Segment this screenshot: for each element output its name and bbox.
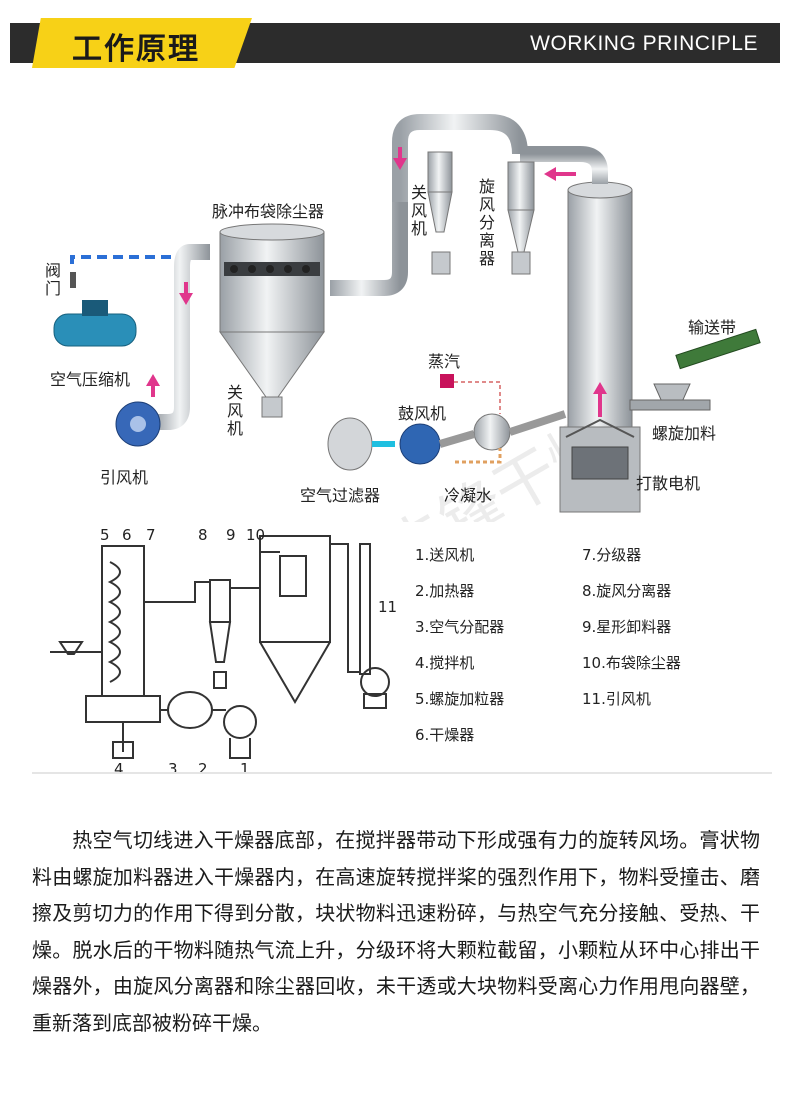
legend-item: 6.干燥器 bbox=[415, 726, 475, 744]
section-title: 工作原理 bbox=[72, 32, 200, 67]
label-air-filter: 空气过滤器 bbox=[300, 486, 381, 505]
steam-valve bbox=[440, 374, 454, 388]
label-screw-feeder: 螺旋加料 bbox=[652, 424, 717, 443]
schematic-number-3: 3 bbox=[168, 760, 178, 778]
label-steam: 蒸汽 bbox=[428, 352, 461, 371]
label-airlock-2: 关风机 bbox=[410, 183, 427, 238]
description-text: 热空气切线进入干燥器底部，在搅拌器带动下形成强有力的旋转风场。膏状物料由螺旋加料… bbox=[32, 828, 760, 1035]
label-condensate: 冷凝水 bbox=[444, 486, 493, 505]
legend-item: 9.星形卸料器 bbox=[582, 618, 672, 636]
label-induced-fan: 引风机 bbox=[100, 468, 149, 487]
description-paragraph: 热空气切线进入干燥器底部，在搅拌器带动下形成强有力的旋转风场。膏状物料由螺旋加料… bbox=[32, 822, 760, 1041]
motor-box bbox=[571, 446, 629, 480]
dust-collector-body bbox=[219, 231, 325, 333]
label-motor: 打散电机 bbox=[636, 474, 701, 493]
process-flow-diagram: 先锋干燥 bbox=[0, 92, 790, 591]
blower-shape bbox=[399, 423, 441, 465]
section-header: 工作原理 WORKING PRINCIPLE bbox=[0, 0, 790, 92]
schematic-number-1: 1 bbox=[240, 760, 250, 778]
schematic-number-5: 5 bbox=[100, 526, 110, 544]
process-flow-illustration: 先锋干燥 bbox=[53, 114, 761, 591]
schematic-number-10: 10 bbox=[246, 526, 266, 544]
conveyor-belt bbox=[675, 328, 761, 370]
compressor-tank bbox=[53, 313, 137, 347]
legend-item: 1.送风机 bbox=[415, 546, 475, 564]
schematic-number-7: 7 bbox=[146, 526, 156, 544]
schematic-number-11: 11 bbox=[378, 598, 398, 616]
cyclone-body bbox=[507, 161, 535, 211]
air-filter-shape bbox=[327, 417, 373, 471]
dryer-tower-top bbox=[567, 181, 633, 199]
label-cyclone: 旋风分离器 bbox=[478, 177, 495, 268]
legend-item: 5.螺旋加粒器 bbox=[415, 690, 505, 708]
section-title-english: WORKING PRINCIPLE bbox=[530, 32, 758, 55]
schematic-number-6: 6 bbox=[122, 526, 132, 544]
schematic-number-9: 9 bbox=[226, 526, 236, 544]
cyclone-cone bbox=[507, 209, 535, 253]
legend-item: 10.布袋除尘器 bbox=[582, 654, 681, 672]
legend-item: 7.分级器 bbox=[582, 546, 642, 564]
schematic-number-8: 8 bbox=[198, 526, 208, 544]
label-blower: 鼓风机 bbox=[398, 404, 447, 423]
schematic-number-2: 2 bbox=[198, 760, 208, 778]
schematic-drawing bbox=[50, 535, 390, 759]
schematic-number-4: 4 bbox=[114, 760, 124, 778]
schematic-diagram: 5 6 7 8 9 10 11 4 3 2 1 1.送风机 2.加热器 3.空气… bbox=[0, 522, 790, 782]
label-airlock-1: 关风机 bbox=[226, 383, 243, 438]
label-valve: 阀门 bbox=[44, 261, 61, 298]
legend-item: 4.搅拌机 bbox=[415, 654, 475, 672]
legend-item: 11.引风机 bbox=[582, 690, 651, 708]
legend-item: 2.加热器 bbox=[415, 582, 475, 600]
label-conveyor: 输送带 bbox=[688, 318, 737, 337]
label-dust-collector: 脉冲布袋除尘器 bbox=[212, 202, 325, 221]
label-compressor: 空气压缩机 bbox=[50, 370, 131, 389]
header-title-badge bbox=[32, 18, 252, 68]
legend-item: 3.空气分配器 bbox=[415, 618, 505, 636]
divider bbox=[32, 772, 772, 774]
legend-item: 8.旋风分离器 bbox=[582, 582, 672, 600]
